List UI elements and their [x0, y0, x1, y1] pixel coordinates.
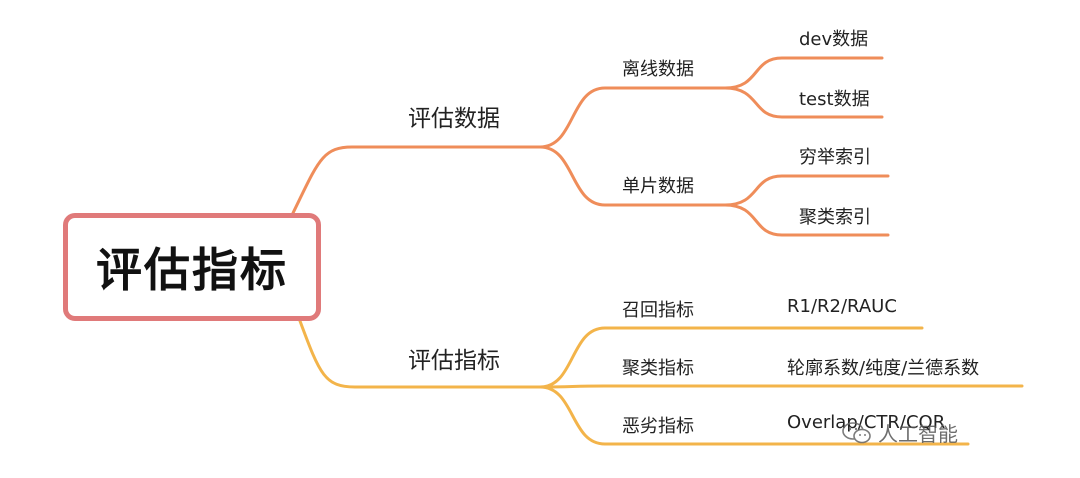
link-root-to-pinggu-zhibiao: [298, 319, 542, 389]
link-to-zhaohui: [538, 326, 924, 389]
link-to-qiongju: [723, 174, 890, 207]
leaf-dev-shuju[interactable]: dev数据: [799, 29, 869, 50]
node-zhaohui-zhibiao[interactable]: 召回指标: [622, 300, 694, 321]
leaf-julei-suoyin[interactable]: 聚类索引: [799, 207, 871, 228]
leaf-r1-r2-rauc[interactable]: R1/R2/RAUC: [787, 296, 897, 317]
link-root-to-pinggu-shuju: [291, 145, 542, 215]
link-to-elie: [538, 385, 970, 446]
link-to-test: [723, 86, 884, 119]
root-label: 评估指标: [96, 243, 288, 297]
branch-pinggu-shuju[interactable]: 评估数据: [408, 106, 500, 132]
watermark-text: 人工智能: [878, 422, 958, 446]
watermark: 人工智能: [842, 418, 958, 447]
link-to-julei-zhibiao: [538, 384, 1024, 389]
node-elie-zhibiao[interactable]: 恶劣指标: [622, 416, 694, 437]
link-to-dev: [723, 56, 884, 90]
leaf-lunkuo-chundu-lande[interactable]: 轮廓系数/纯度/兰德系数: [787, 358, 980, 379]
wechat-icon: [842, 421, 871, 443]
node-danpian-shuju[interactable]: 单片数据: [622, 176, 694, 197]
root-node[interactable]: 评估指标: [63, 213, 321, 321]
leaf-overlap-ctr-cqr[interactable]: Overlap/CTR/CQR: [787, 412, 946, 433]
node-lixian-shuju[interactable]: 离线数据: [622, 59, 694, 80]
link-to-danpian: [538, 145, 727, 207]
leaf-qiongju-suoyin[interactable]: 穷举索引: [799, 147, 871, 168]
link-to-julei-suoyin: [723, 203, 890, 237]
branch-pinggu-zhibiao[interactable]: 评估指标: [408, 348, 500, 374]
node-julei-zhibiao[interactable]: 聚类指标: [622, 358, 694, 379]
link-to-lixian: [538, 86, 727, 149]
leaf-test-shuju[interactable]: test数据: [799, 89, 870, 110]
